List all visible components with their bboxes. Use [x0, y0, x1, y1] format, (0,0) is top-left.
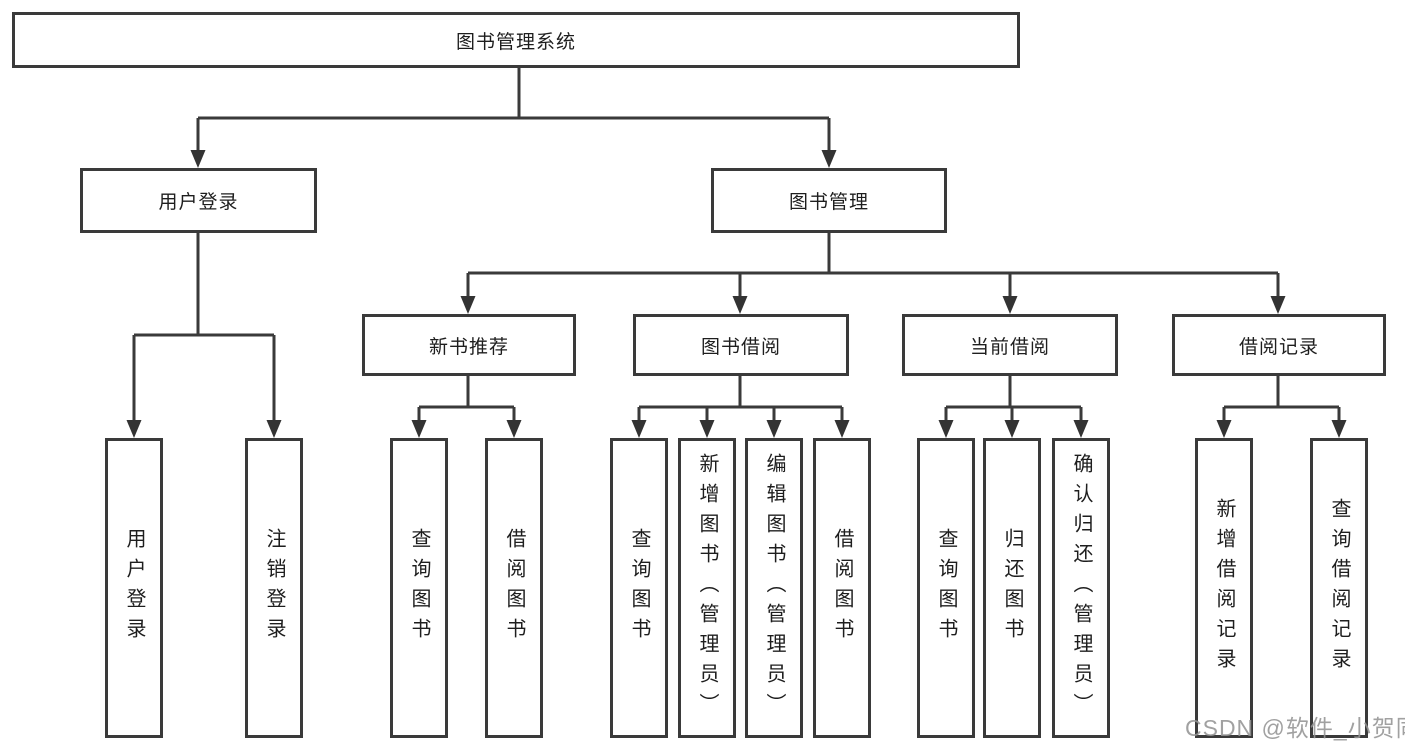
watermark-text: CSDN @软件_小贺同学	[1185, 715, 1405, 741]
node-new-book-recommend: 新书推荐	[362, 314, 576, 376]
arrowhead-icon	[1270, 296, 1286, 314]
arrowhead-icon	[821, 150, 837, 168]
leaf-confirm-return-admin: 确认归还（管理员）	[1052, 438, 1110, 738]
connector-root-to-level2	[196, 68, 831, 152]
node-current-borrow: 当前借阅	[902, 314, 1118, 376]
connector-borrow-records-branch	[1222, 376, 1341, 422]
arrowhead-icon	[699, 420, 715, 438]
connector-book-mgmt-branch	[466, 233, 1280, 299]
node-book-management: 图书管理	[711, 168, 947, 233]
leaf-add-borrow-record: 新增借阅记录	[1195, 438, 1253, 738]
arrowhead-icon	[460, 296, 476, 314]
leaf-edit-books-admin: 编辑图书（管理员）	[745, 438, 803, 738]
arrowhead-icon	[266, 420, 282, 438]
arrowhead-icon	[190, 150, 206, 168]
arrowhead-icon	[834, 420, 850, 438]
arrowhead-icon	[506, 420, 522, 438]
arrowhead-icon	[1004, 420, 1020, 438]
leaf-borrow-books-recommend: 借阅图书	[485, 438, 543, 738]
leaf-query-books-current: 查询图书	[917, 438, 975, 738]
arrowhead-icon	[126, 420, 142, 438]
leaf-return-books: 归还图书	[983, 438, 1041, 738]
arrowhead-icon	[766, 420, 782, 438]
connector-user-login-branch	[132, 233, 276, 422]
arrowhead-icon	[938, 420, 954, 438]
node-book-borrow: 图书借阅	[633, 314, 849, 376]
arrowhead-icon	[1073, 420, 1089, 438]
arrowhead-icon	[732, 296, 748, 314]
node-root-system: 图书管理系统	[12, 12, 1020, 68]
leaf-query-books-borrow: 查询图书	[610, 438, 668, 738]
leaf-logout: 注销登录	[245, 438, 303, 738]
node-borrow-records: 借阅记录	[1172, 314, 1386, 376]
node-user-login: 用户登录	[80, 168, 317, 233]
leaf-query-borrow-record: 查询借阅记录	[1310, 438, 1368, 738]
leaf-query-books-recommend: 查询图书	[390, 438, 448, 738]
arrowhead-icon	[631, 420, 647, 438]
arrowhead-icon	[1331, 420, 1347, 438]
leaf-user-login: 用户登录	[105, 438, 163, 738]
arrowhead-icon	[411, 420, 427, 438]
arrowhead-icon	[1002, 296, 1018, 314]
connector-new-book-branch	[417, 376, 516, 422]
leaf-borrow-books: 借阅图书	[813, 438, 871, 738]
leaf-add-books-admin: 新增图书（管理员）	[678, 438, 736, 738]
arrowhead-icon	[1216, 420, 1232, 438]
connector-current-borrow-branch	[944, 376, 1083, 422]
connector-book-borrow-branch	[637, 376, 844, 422]
